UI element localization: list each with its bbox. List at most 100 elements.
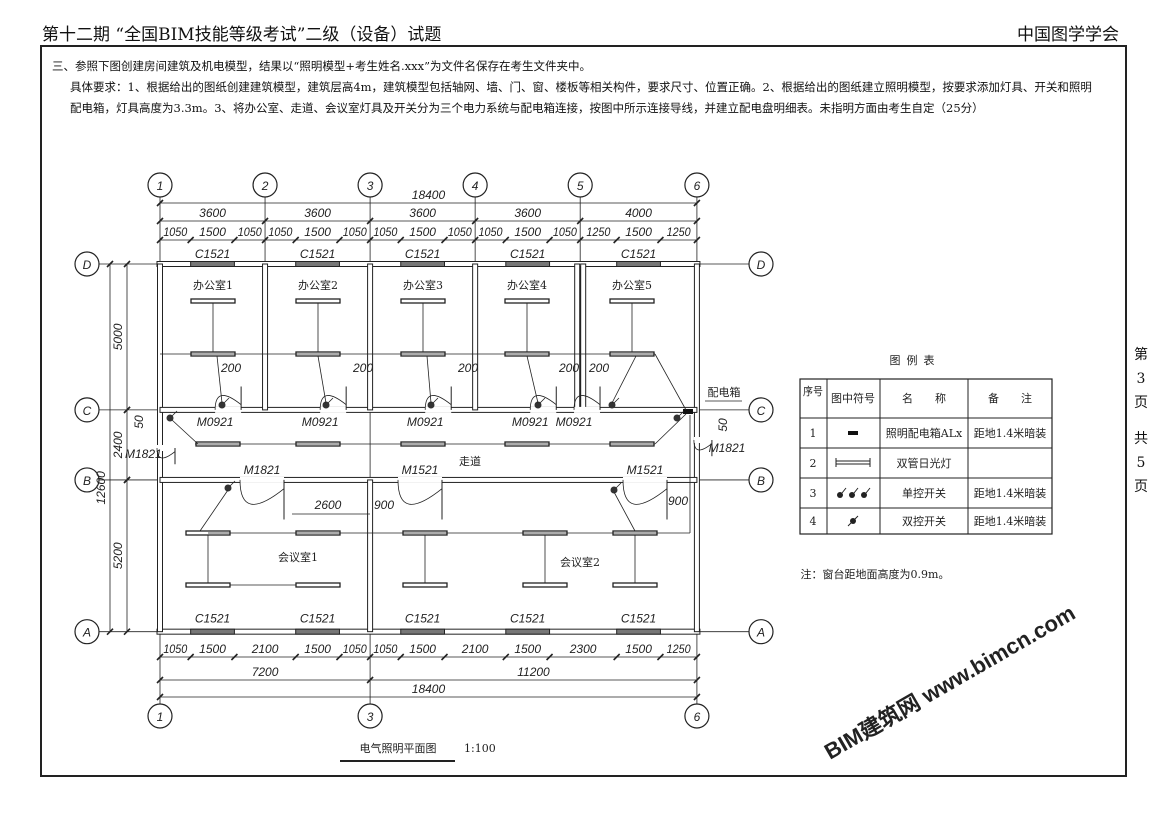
axis-label-2: 2 — [261, 179, 269, 193]
dim-top-bay-text: 3600 — [514, 206, 541, 220]
switch-icon — [673, 414, 681, 422]
window-label: C1521 — [405, 247, 440, 261]
single-switch-icon — [837, 492, 843, 498]
axis-label-left-D: D — [83, 258, 92, 272]
office-door-gap — [530, 406, 557, 413]
meeting-door-swing — [622, 479, 668, 505]
legend-row-no: 4 — [810, 515, 817, 528]
dim-top-bay-text: 3600 — [409, 206, 436, 220]
side-door-west-gap — [157, 445, 175, 451]
dim-bottom-sub-text: 1050 — [163, 642, 187, 656]
page-current: 3 — [1136, 371, 1146, 387]
legend-header: 备 注 — [988, 391, 1032, 405]
room-label-meeting: 会议室2 — [560, 555, 600, 569]
page-text: 第 — [1134, 347, 1148, 363]
wall-office-partition — [580, 263, 587, 411]
legend-row-note: 距地1.4米暗装 — [974, 486, 1047, 500]
dim-bottom-sub-text: 1500 — [199, 642, 226, 656]
window — [190, 261, 235, 267]
switch-icon — [322, 401, 330, 409]
wire — [317, 355, 327, 404]
window-label: C1521 — [510, 247, 545, 261]
switch-stem — [432, 397, 439, 404]
office-door-gap — [574, 406, 601, 413]
double-tube-light — [522, 582, 568, 588]
axis-label-left-B-bubble — [74, 467, 100, 493]
double-tube-light — [609, 298, 655, 304]
dim-top-sub-text: 1500 — [625, 225, 652, 239]
dim-left-total-text: 12600 — [94, 471, 108, 505]
office-door-swing — [424, 395, 452, 410]
legend-row-note: 距地1.4米暗装 — [974, 426, 1047, 440]
axis-label-2-bubble — [252, 172, 278, 198]
wire — [199, 489, 229, 532]
wire — [216, 355, 223, 404]
switch-icon — [427, 401, 435, 409]
dim-tick — [123, 260, 131, 268]
meeting-door-label: M1821 — [244, 463, 281, 477]
dim-bottom-sub-text: 1500 — [514, 642, 541, 656]
dim-tick — [440, 236, 449, 244]
dim-tick — [502, 236, 510, 244]
office-door-gap — [215, 406, 242, 413]
axis-label-left-C-bubble — [74, 397, 100, 423]
dim-tick — [656, 653, 665, 661]
dim-top-sub-text: 1500 — [409, 225, 436, 239]
dim-tick — [156, 693, 164, 701]
room-label-office: 办公室2 — [298, 278, 338, 292]
room-label-office: 办公室1 — [193, 278, 233, 292]
axis-label-bottom-3-bubble — [357, 703, 383, 729]
office-door-gap — [320, 406, 347, 413]
icon-part — [853, 487, 859, 494]
dim-tick — [366, 653, 374, 661]
axis-label-6-bubble — [684, 172, 710, 198]
dim-tick — [613, 653, 621, 661]
dim-top-sub-text: 1050 — [448, 225, 472, 239]
double-tube-light — [504, 298, 550, 304]
office-door-label: M0921 — [407, 415, 444, 429]
side-door-east-swing — [693, 439, 713, 451]
meeting-door-gap — [240, 476, 284, 483]
dim-bottom-mid-text: 11200 — [517, 665, 550, 679]
dim-tick — [123, 628, 131, 636]
axis-label-bottom-6-bubble — [684, 703, 710, 729]
window-label: C1521 — [195, 612, 230, 626]
dim-tick — [613, 236, 621, 244]
dim-tick — [366, 217, 374, 225]
legend-row-note: 距地1.4米暗装 — [974, 514, 1047, 528]
dim-bottom-sub-text: 2100 — [251, 642, 279, 656]
switch-icon — [534, 401, 542, 409]
icon-part — [841, 487, 847, 494]
wall-east — [693, 263, 700, 633]
dim-200-text: 200 — [352, 361, 373, 375]
wall-office-partition — [472, 263, 479, 411]
dim-top-sub-text: 1050 — [373, 225, 397, 239]
dim-tick — [156, 676, 164, 684]
dim-200-text: 200 — [588, 361, 609, 375]
axis-label-5: 5 — [577, 179, 584, 193]
window-label: C1521 — [300, 612, 335, 626]
double-tube-light — [185, 582, 231, 588]
distribution-panel — [683, 409, 693, 414]
dim-left-part-text: 2400 — [111, 431, 125, 459]
page-number: 第 3 页 共 5 页 — [1133, 343, 1149, 499]
axis-label-right-B: B — [757, 474, 765, 488]
side-door-label: M1821 — [709, 441, 746, 455]
legend-row-name: 双管日光灯 — [897, 456, 952, 470]
window — [400, 628, 446, 635]
window — [616, 628, 661, 635]
axis-label-3: 3 — [367, 179, 374, 193]
legend-row-no: 2 — [810, 457, 817, 470]
side-door-east-gap — [693, 437, 712, 443]
dim-tick — [123, 406, 131, 414]
dim-tick — [397, 653, 405, 661]
dim-tick — [502, 653, 510, 661]
dim-left-part-text: 5200 — [111, 542, 125, 569]
dim-tick — [693, 217, 701, 225]
office-door-label: M0921 — [556, 415, 593, 429]
dim-bottom-sub-text: 2100 — [461, 642, 489, 656]
dim-tick — [230, 653, 238, 661]
dim-top-sub-text: 1250 — [667, 225, 691, 239]
office-door-swing — [573, 395, 601, 410]
switch-icon — [224, 484, 232, 492]
